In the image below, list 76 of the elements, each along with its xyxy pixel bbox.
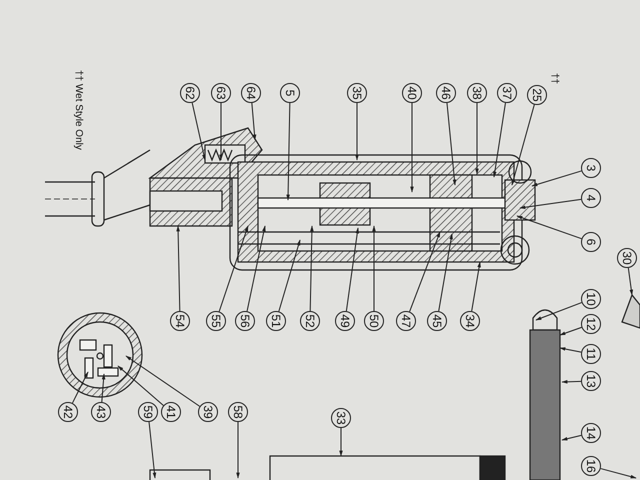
- leader-line: [446, 102, 456, 186]
- callout-number: 47: [396, 311, 416, 331]
- callout-number: 3: [581, 158, 601, 178]
- callout-number: 38: [467, 83, 487, 103]
- callout-number: 62: [180, 83, 200, 103]
- callout-number: 58: [228, 402, 248, 422]
- leader-line: [310, 225, 314, 312]
- callout-number: 37: [497, 83, 517, 103]
- callout-number: 49: [335, 311, 355, 331]
- leader-line: [118, 366, 164, 406]
- leader-line: [251, 102, 256, 141]
- part-drawing: [621, 294, 640, 329]
- callout-number: 64: [241, 83, 261, 103]
- callout-number: 55: [206, 311, 226, 331]
- callout-number: 52: [300, 311, 320, 331]
- callout-number: 13: [581, 371, 601, 391]
- leader-line: [372, 225, 376, 312]
- callout-number: 45: [427, 311, 447, 331]
- callout-number: 41: [161, 402, 181, 422]
- callout-number: 39: [198, 402, 218, 422]
- leader-line: [475, 102, 479, 175]
- leader-line: [339, 428, 343, 457]
- leader-line: [218, 225, 248, 312]
- leader-line: [519, 198, 582, 210]
- leader-line: [493, 102, 506, 178]
- leader-line: [512, 104, 535, 186]
- callout-number: 54: [170, 311, 190, 331]
- leader-line: [438, 233, 453, 312]
- leader-line: [176, 225, 180, 312]
- callout-number: 63: [211, 83, 231, 103]
- leader-line: [535, 302, 582, 320]
- leader-line: [561, 434, 582, 440]
- callout-number: 14: [581, 423, 601, 443]
- callout-number: 56: [235, 311, 255, 331]
- leader-line: [559, 347, 582, 353]
- callout-number: 5: [280, 83, 300, 103]
- callout-number: 34: [460, 311, 480, 331]
- callout-number: 40: [402, 83, 422, 103]
- callout-number: 50: [364, 311, 384, 331]
- callout-number: 25: [527, 85, 547, 105]
- callout-number: 10: [581, 289, 601, 309]
- leader-line: [148, 421, 156, 479]
- callout-number: 33: [331, 408, 351, 428]
- leader-line: [236, 422, 240, 479]
- leader-line: [192, 102, 206, 161]
- leader-line: [410, 102, 414, 193]
- leader-line: [559, 326, 582, 336]
- leader-line: [72, 371, 88, 404]
- callout-number: 16: [581, 456, 601, 476]
- callout-number: 30: [617, 248, 637, 268]
- leader-line: [471, 261, 481, 312]
- leader-line: [409, 231, 440, 312]
- leader-line: [286, 102, 290, 201]
- leader-line: [346, 227, 360, 312]
- footnote-mark: ††: [549, 72, 560, 84]
- callout-number: 43: [91, 402, 111, 422]
- callout-number: 42: [58, 402, 78, 422]
- leader-line: [278, 239, 300, 312]
- leader-line: [219, 102, 223, 161]
- leader-line: [516, 216, 582, 240]
- callout-number: 11: [581, 344, 601, 364]
- callout-number: 46: [436, 83, 456, 103]
- leader-line: [355, 102, 359, 161]
- note-text: †† Wet Style Only: [73, 70, 84, 150]
- callout-number: 35: [347, 83, 367, 103]
- leader-line: [246, 225, 266, 312]
- callout-number: 4: [581, 188, 601, 208]
- leader-line: [628, 267, 634, 296]
- callout-number: 12: [581, 314, 601, 334]
- leader-line: [561, 380, 582, 384]
- leader-line: [531, 170, 582, 186]
- callout-number: 6: [581, 232, 601, 252]
- callout-number: 59: [138, 402, 158, 422]
- leader-line: [126, 356, 200, 407]
- callout-number: 51: [266, 311, 286, 331]
- leader-line: [600, 468, 637, 478]
